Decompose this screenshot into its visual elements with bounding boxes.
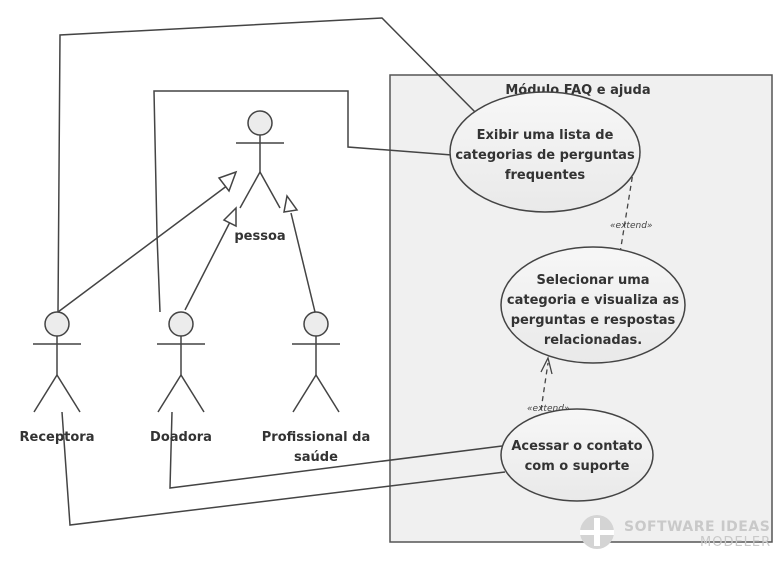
generalization-doadora-pessoa[interactable]	[184, 206, 237, 311]
use-case-label-line: Acessar o contato	[511, 439, 642, 454]
use-case-label-line: Selecionar uma	[536, 273, 649, 288]
actor-label-doadora: Doadora	[150, 430, 212, 445]
association-doadora-uc3[interactable]	[169, 411, 503, 489]
use-case-label-line: categorias de perguntas	[455, 148, 635, 163]
generalization-receptora-pessoa[interactable]	[57, 170, 238, 313]
actor-pessoa[interactable]	[236, 110, 284, 209]
use-case-exibir-lista[interactable]: Exibir uma lista de categorias de pergun…	[449, 91, 641, 213]
association-receptora-uc3[interactable]	[61, 411, 506, 526]
use-case-acessar-suporte[interactable]: Acessar o contato com o suporte	[500, 408, 654, 502]
watermark-product: MODELER	[700, 535, 771, 550]
watermark: SOFTWARE IDEAS MODELER	[580, 515, 771, 550]
use-case-label-line: com o suporte	[525, 459, 630, 474]
generalization-profissional-pessoa[interactable]	[283, 194, 316, 313]
actor-label-receptora: Receptora	[20, 430, 95, 445]
use-case-label-line: frequentes	[505, 168, 586, 183]
association-doadora-uc1[interactable]	[153, 90, 453, 313]
extend-label-2: «extend»	[527, 404, 569, 414]
extend-label-1: «extend»	[610, 221, 652, 231]
actor-label-profissional-line1: Profissional da	[262, 430, 370, 445]
extend-uc3-uc2[interactable]	[540, 356, 553, 411]
use-case-label-line: perguntas e respostas	[511, 313, 676, 328]
actor-receptora[interactable]	[33, 311, 81, 413]
actor-label-pessoa: pessoa	[234, 229, 285, 244]
use-case-label-line: relacionadas.	[544, 333, 642, 348]
use-case-label-line: categoria e visualiza as	[507, 293, 679, 308]
actor-label-profissional-line2: saúde	[294, 450, 338, 465]
watermark-brand: SOFTWARE IDEAS	[624, 519, 770, 535]
actor-profissional-saude[interactable]	[292, 311, 340, 413]
actor-doadora[interactable]	[157, 311, 205, 413]
use-case-selecionar-categoria[interactable]: Selecionar uma categoria e visualiza as …	[500, 246, 686, 364]
association-receptora-uc1[interactable]	[57, 17, 479, 313]
use-case-label-line: Exibir uma lista de	[477, 128, 614, 143]
software-ideas-logo-icon	[580, 515, 614, 549]
